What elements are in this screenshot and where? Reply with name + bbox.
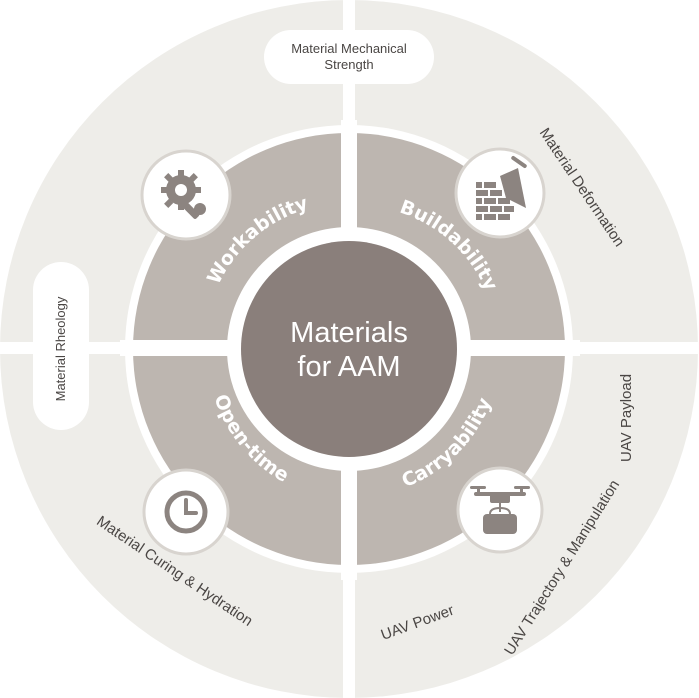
label-mechanical-strength-line1: Material Mechanical bbox=[291, 41, 407, 56]
pill-mechanical-strength: Material Mechanical Strength bbox=[264, 30, 434, 84]
center-title-line2: for AAM bbox=[297, 351, 400, 383]
brick-wall-trowel-icon bbox=[454, 147, 546, 239]
center-circle bbox=[241, 241, 457, 457]
drone-icon bbox=[456, 466, 544, 554]
label-mechanical-strength-line2: Strength bbox=[324, 57, 373, 72]
gear-wrench-icon bbox=[140, 149, 232, 241]
pill-rheology: Material Rheology bbox=[33, 262, 89, 430]
label-uav-payload: UAV Payload bbox=[618, 374, 635, 462]
center-title-line1: Materials bbox=[290, 317, 408, 349]
clock-icon bbox=[142, 468, 230, 556]
label-rheology: Material Rheology bbox=[53, 296, 68, 401]
